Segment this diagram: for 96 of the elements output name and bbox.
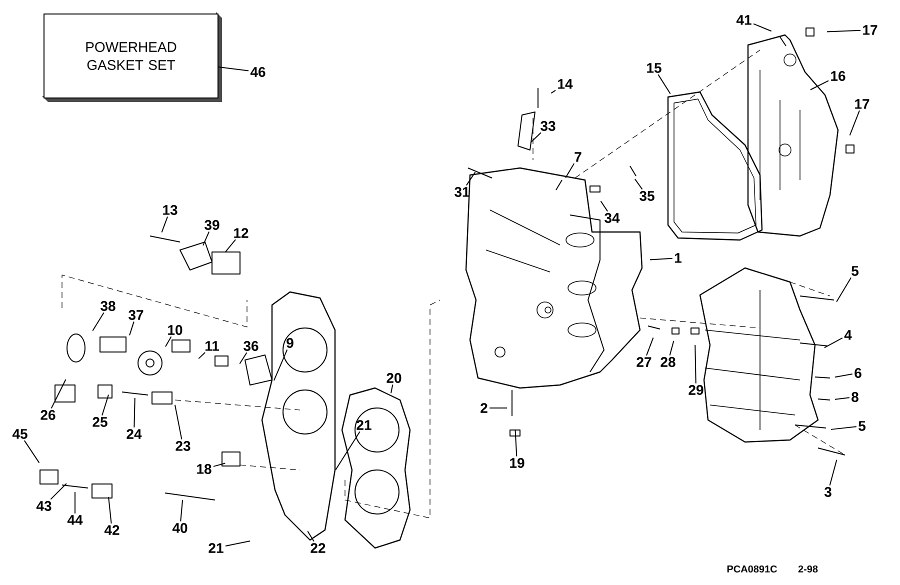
callout-number: 16 [831,71,846,81]
leader-line [810,80,830,90]
leader-line [307,530,314,542]
callout-number: 36 [244,341,258,351]
leader-line [390,384,394,394]
callout-number: 5 [852,266,858,276]
callout-number: 19 [510,458,524,468]
callout-number: 46 [250,67,266,77]
leader-line [565,163,575,178]
callout-number: 20 [386,373,402,383]
leader-line [74,492,76,514]
callout-number: 45 [12,429,28,439]
leader-line [239,352,248,364]
leader-line [834,374,853,378]
leader-line [273,349,288,381]
callout-number: 12 [234,228,248,238]
leader-line [108,496,112,524]
leader-line [466,172,476,186]
callout-number: 39 [204,220,220,230]
callout-number: 22 [310,543,326,553]
callout-number: 27 [636,357,652,367]
catalog-code: 2-98 [798,565,818,573]
leader-line [826,30,862,32]
callout-number: 31 [454,187,470,197]
leader-line [174,404,182,440]
leader-line [102,394,110,416]
callout-number: 2 [480,403,488,413]
callout-number: 3 [824,487,832,497]
callout-number: 26 [40,410,56,420]
callout-number: 23 [176,441,190,451]
leader-line [550,90,556,94]
leader-line [164,336,172,348]
callout-number: 21 [356,420,372,430]
callout-number: 28 [660,357,676,367]
callout-number: 5 [858,421,866,431]
leader-line [224,239,236,253]
callout-number: 34 [604,213,620,223]
callout-number: 13 [163,205,178,215]
leader-line [335,431,360,470]
callout-number: 41 [736,15,752,25]
leader-line [650,258,673,260]
leader-line [92,312,104,332]
leader-line [658,74,671,94]
callout-number: 43 [36,501,52,511]
callout-number: 25 [92,417,108,427]
leader-line [129,321,134,336]
leader-line [218,66,250,72]
leader-line [646,337,654,356]
callout-number: 42 [104,525,120,535]
leader-line [161,216,168,233]
leader-line [198,352,206,360]
leader-line [202,231,210,246]
callout-number: 33 [540,121,556,131]
leader-line [834,397,850,400]
catalog-code: PCA0891C [727,565,777,573]
callout-number: 18 [197,464,212,474]
leader-line [213,462,226,467]
leader-line [836,277,852,302]
leader-line [24,440,40,464]
leader-line [824,338,843,348]
leader-line [694,344,696,384]
callout-number: 7 [574,152,582,162]
callout-number: 6 [854,368,862,378]
leader-line [514,429,518,457]
leader-line [600,200,608,212]
callout-number: 35 [640,191,654,201]
callout-number: 15 [647,63,662,73]
callout-number: 8 [852,392,858,402]
callout-number: 24 [126,429,142,439]
callout-number: 11 [205,341,220,351]
leader-line [849,110,860,136]
leader-line [180,499,184,522]
callout-number: 10 [168,325,182,335]
callout-number: 14 [558,79,573,89]
leader-line [134,398,136,428]
leader-line [530,132,542,144]
callout-number: 17 [855,99,870,109]
callout-number: 38 [100,301,116,311]
callout-number: 29 [688,385,704,395]
leader-line [50,483,67,500]
leader-line [225,540,251,547]
callout-number: 4 [844,330,852,340]
leader-line [50,378,66,409]
leader-line [753,23,772,32]
leader-line [669,340,674,356]
callout-number: 21 [208,543,224,553]
leader-line [634,178,643,190]
callout-number: 17 [863,25,878,35]
leader-line [829,459,838,486]
gasket-set-box: POWERHEAD GASKET SET [42,12,222,102]
callout-number: 37 [128,310,144,320]
callout-number: 44 [67,515,83,525]
callout-number: 9 [286,338,294,348]
callout-number: 40 [172,523,188,533]
leader-line [830,426,857,430]
callout-number: 1 [675,253,682,263]
